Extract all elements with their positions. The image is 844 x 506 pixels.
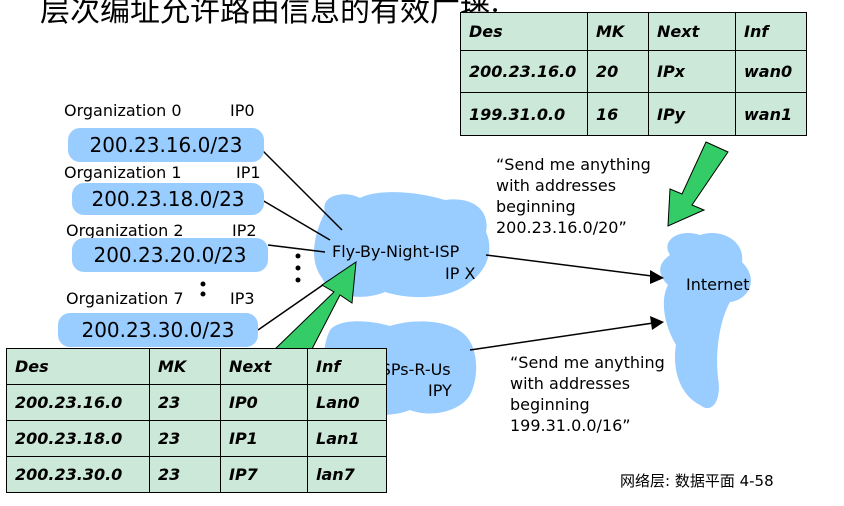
cell-inf: wan0: [735, 50, 807, 93]
org-1-prefix: 200.23.18.0/23: [91, 187, 245, 211]
header-next: Next: [220, 348, 308, 385]
cell-des: 200.23.18.0: [6, 420, 150, 457]
cell-inf: Lan1: [307, 420, 387, 457]
cell-next: IPy: [648, 92, 736, 136]
org-1-prefix-blob: 200.23.18.0/23: [72, 183, 264, 215]
cell-des: 200.23.16.0: [6, 384, 150, 421]
link-org0-isp: [261, 149, 343, 231]
table-header-row: Des MK Next Inf: [460, 12, 807, 51]
cell-mk: 23: [149, 420, 221, 457]
cell-des: 200.23.16.0: [460, 50, 588, 93]
arrowhead-isp1-internet: [650, 270, 664, 284]
cell-mk: 23: [149, 384, 221, 421]
ellipsis-dot: [200, 291, 206, 297]
org-2-ip: IP2: [232, 221, 257, 240]
cell-next: IP7: [220, 456, 308, 493]
table-header-row: Des MK Next Inf: [6, 348, 387, 385]
isp2-advertisement: “Send me anything with addresses beginni…: [510, 353, 665, 435]
ellipsis-dot: [200, 281, 206, 287]
org-7-ip: IP3: [230, 289, 255, 308]
header-mk: MK: [149, 348, 221, 385]
org-7-prefix-blob: 200.23.30.0/23: [58, 313, 258, 347]
isp1-name: Fly-By-Night-ISP: [332, 242, 460, 261]
link-org7-isp: [257, 279, 331, 331]
isp2-name: ISPs-R-Us: [376, 360, 451, 379]
org-2-prefix: 200.23.20.0/23: [93, 243, 247, 267]
org-1-name: Organization 1: [64, 163, 182, 182]
slide-title: 层次编址允许路由信息的有效广播:: [40, 0, 501, 29]
cell-des: 200.23.30.0: [6, 456, 150, 493]
org-2-prefix-blob: 200.23.20.0/23: [72, 238, 268, 272]
link-isp2-internet: [469, 321, 661, 351]
org-0-name: Organization 0: [64, 101, 182, 120]
header-des: Des: [6, 348, 150, 385]
cell-mk: 20: [587, 50, 649, 93]
internet-label: Internet: [686, 275, 750, 294]
isp2-ip: IPY: [428, 381, 452, 400]
link-org2-isp: [267, 244, 326, 253]
isp1-ip: IP X: [445, 264, 476, 283]
org-7-prefix: 200.23.30.0/23: [81, 318, 235, 342]
org-7-name: Organization 7: [66, 289, 184, 308]
table-row: 200.23.30.0 23 IP7 lan7: [6, 456, 387, 493]
ellipsis-dot: [295, 253, 301, 259]
cell-des: 199.31.0.0: [460, 92, 588, 136]
cell-inf: wan1: [735, 92, 807, 136]
org-1-ip: IP1: [236, 163, 261, 182]
cell-next: IP0: [220, 384, 308, 421]
table-row: 200.23.16.0 23 IP0 Lan0: [6, 384, 387, 421]
header-next: Next: [648, 12, 736, 51]
header-inf: Inf: [307, 348, 387, 385]
header-inf: Inf: [735, 12, 807, 51]
cell-next: IPx: [648, 50, 736, 93]
org-0-prefix: 200.23.16.0/23: [89, 133, 243, 157]
org-0-ip: IP0: [230, 101, 255, 120]
cell-next: IP1: [220, 420, 308, 457]
ellipsis-dot: [295, 277, 301, 283]
link-org1-isp: [261, 199, 331, 241]
cell-mk: 16: [587, 92, 649, 136]
cell-mk: 23: [149, 456, 221, 493]
fly-by-night-isp-cloud: [314, 192, 490, 298]
bottom-routing-table: Des MK Next Inf 200.23.16.0 23 IP0 Lan0 …: [6, 348, 387, 493]
green-arrow-to-internet: [667, 141, 729, 227]
header-mk: MK: [587, 12, 649, 51]
header-des: Des: [460, 12, 588, 51]
table-row: 200.23.16.0 20 IPx wan0: [460, 50, 807, 93]
org-2-name: Organization 2: [66, 221, 184, 240]
cell-inf: lan7: [307, 456, 387, 493]
table-row: 200.23.18.0 23 IP1 Lan1: [6, 420, 387, 457]
table-row: 199.31.0.0 16 IPy wan1: [460, 92, 807, 136]
top-routing-table: Des MK Next Inf 200.23.16.0 20 IPx wan0 …: [460, 12, 807, 136]
slide-number: 网络层: 数据平面 4-58: [620, 472, 774, 490]
org-0-prefix-blob: 200.23.16.0/23: [68, 128, 264, 162]
arrowhead-isp2-internet: [650, 316, 664, 330]
internet-cloud: [660, 232, 751, 409]
ellipsis-dot: [295, 265, 301, 271]
cell-inf: Lan0: [307, 384, 387, 421]
link-isp1-internet: [485, 254, 661, 278]
isp1-advertisement: “Send me anything with addresses beginni…: [496, 155, 651, 237]
